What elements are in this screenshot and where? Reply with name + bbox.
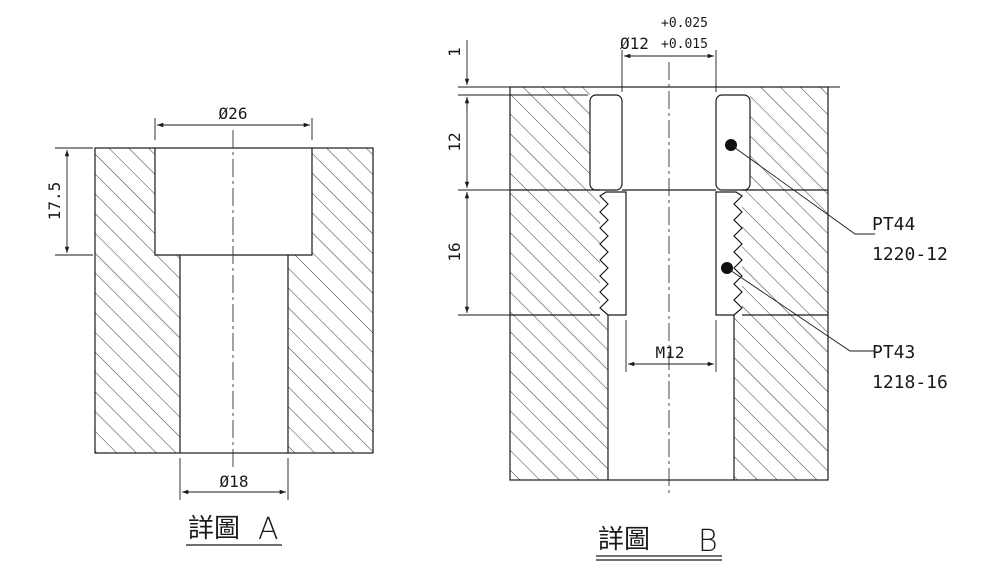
detail-b-body [500, 62, 840, 495]
detail-a-counterbore-depth: 17.5 [45, 182, 64, 221]
detail-b-thread-length: 16 [445, 242, 464, 261]
detail-a-outline [94, 147, 374, 454]
detail-a-bore [154, 148, 313, 453]
detail-b-bore-diameter: Ø12 [620, 34, 649, 53]
detail-b-hatch-left [510, 87, 608, 480]
svg-text:詳圖: 詳圖 [598, 525, 650, 555]
detail-b-top-clearance: 1 [445, 47, 464, 57]
bushing-right [715, 94, 751, 191]
detail-b-dimensions: 1 12 16 Ø12 +0.025 +0.015 M12 [445, 16, 717, 372]
callout-pt43-part: PT43 [872, 342, 915, 363]
svg-text:A: A [258, 512, 279, 547]
detail-a-dimensions: Ø26 17.5 Ø18 [45, 104, 313, 500]
svg-text:詳圖: 詳圖 [188, 514, 240, 544]
svg-text:B: B [698, 524, 718, 559]
detail-a-hatch-left [95, 148, 180, 453]
thread-insert-right [715, 191, 743, 316]
detail-b-thread-size: M12 [656, 343, 685, 362]
callout-pt44-part: PT44 [872, 214, 915, 235]
detail-b-callouts: PT44 1220-12 PT43 1218-16 [721, 139, 948, 393]
bushing-left [589, 94, 623, 191]
detail-b-title: 詳圖 B [596, 524, 722, 561]
detail-a-hatch-right [288, 148, 373, 453]
thread-insert-left [599, 191, 627, 316]
callout-pt44-spec: 1220-12 [872, 244, 948, 265]
detail-a-top-diameter: Ø26 [219, 104, 248, 123]
detail-b-hatch-right [734, 87, 828, 480]
detail-a-bottom-diameter: Ø18 [220, 472, 249, 491]
detail-b: 1 12 16 Ø12 +0.025 +0.015 M12 PT44 [445, 16, 948, 561]
detail-a-body [94, 130, 374, 470]
detail-b-bushing-length: 12 [445, 132, 464, 151]
detail-a: Ø26 17.5 Ø18 詳圖 A [45, 104, 374, 547]
detail-b-tol-upper: +0.025 [661, 16, 708, 31]
detail-b-tol-lower: +0.015 [661, 37, 708, 52]
detail-a-title: 詳圖 A [186, 512, 282, 547]
callout-pt43-spec: 1218-16 [872, 372, 948, 393]
